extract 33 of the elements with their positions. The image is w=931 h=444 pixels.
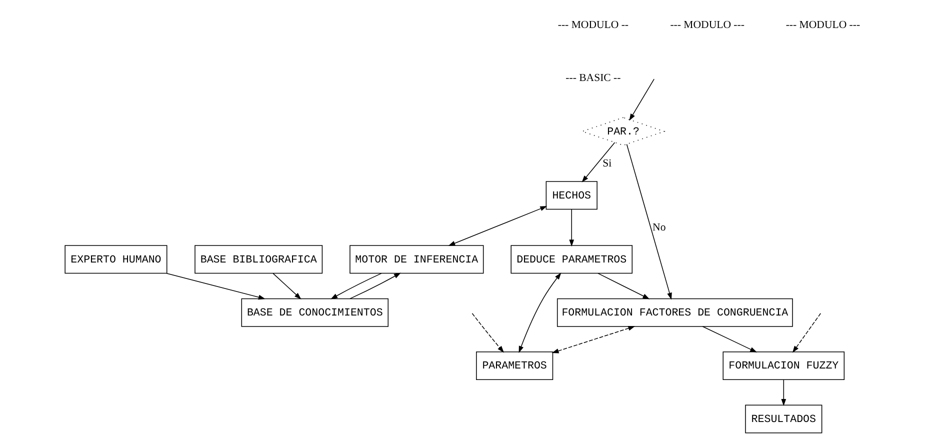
arrow — [626, 144, 672, 300]
node-box: BASE BIBLIOGRAFICA — [194, 245, 322, 274]
arrow — [780, 379, 786, 406]
node-diamond: PAR.? — [580, 117, 665, 146]
node-box: EXPERTO HUMANO — [64, 245, 167, 274]
arrow — [792, 313, 821, 353]
node-box: FORMULACION FACTORES DE CONGRUENCIA — [556, 298, 792, 327]
label: --- BASIC -- — [565, 72, 620, 84]
arrow — [597, 272, 650, 300]
edge-label: Si — [602, 157, 612, 170]
edge-label: No — [652, 221, 666, 234]
arrow — [628, 78, 654, 121]
arrow — [551, 326, 635, 354]
arrow — [448, 206, 547, 246]
arrow — [330, 272, 382, 300]
arrow — [349, 272, 400, 300]
label: --- MODULO --- — [785, 18, 860, 31]
node-box: RESULTADOS — [744, 404, 822, 434]
node-box: PARAMETROS — [476, 352, 553, 380]
arrow — [568, 209, 574, 247]
node-box: MOTOR DE INFERENCIA — [349, 245, 484, 274]
arrow — [471, 313, 504, 353]
arrow — [272, 273, 301, 300]
label: --- MODULO -- — [557, 18, 628, 31]
node-box: DEDUCE PARAMETROS — [510, 245, 632, 274]
arrow — [702, 326, 757, 352]
node-box: FORMULACION FUZZY — [722, 352, 844, 380]
node-box: BASE DE CONOCIMIENTOS — [240, 298, 388, 327]
label: --- MODULO --- — [670, 18, 744, 31]
arrow — [166, 272, 265, 300]
node-box: HECHOS — [545, 181, 597, 210]
arrow — [518, 272, 561, 353]
arrow — [581, 142, 615, 182]
